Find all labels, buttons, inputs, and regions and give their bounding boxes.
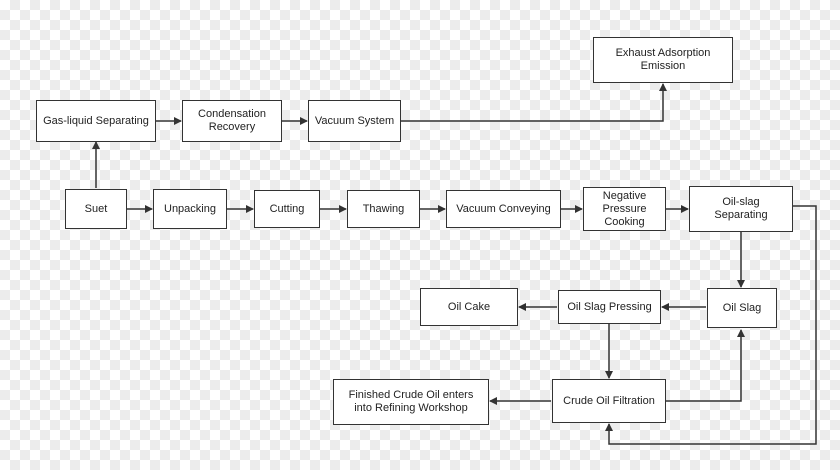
node-cutting: Cutting <box>254 190 320 228</box>
node-label: Oil Slag <box>722 301 762 314</box>
node-vacuum-conveying: Vacuum Conveying <box>446 190 561 228</box>
node-label: Condensation Recovery <box>198 108 266 133</box>
node-exhaust-adsorption-emission: Exhaust Adsorption Emission <box>593 37 733 83</box>
node-oil-cake: Oil Cake <box>420 288 518 326</box>
node-label: Finished Crude Oil enters into Refining … <box>348 389 474 414</box>
node-oil-slag-pressing: Oil Slag Pressing <box>558 290 661 324</box>
node-negative-pressure-cooking: Negative Pressure Cooking <box>583 187 666 231</box>
node-label: Exhaust Adsorption Emission <box>615 47 711 72</box>
node-oil-slag-separating: Oil-slag Separating <box>689 186 793 232</box>
node-label: Vacuum System <box>314 114 395 127</box>
node-label: Oil-slag Separating <box>714 196 768 221</box>
node-label: Cutting <box>269 202 305 215</box>
node-label: Vacuum Conveying <box>456 202 551 215</box>
node-label: Thawing <box>362 202 405 215</box>
arrow-filtration-to-oil-slag <box>666 329 745 402</box>
node-label: Suet <box>84 202 108 215</box>
node-condensation-recovery: Condensation Recovery <box>182 100 282 142</box>
node-finished-crude-oil: Finished Crude Oil enters into Refining … <box>333 379 489 425</box>
arrow-oil-slag-sep-to-filtration <box>605 205 817 445</box>
node-suet: Suet <box>65 189 127 229</box>
node-unpacking: Unpacking <box>153 189 227 229</box>
node-label: Gas-liquid Separating <box>43 114 149 127</box>
node-gas-liquid-separating: Gas-liquid Separating <box>36 100 156 142</box>
node-vacuum-system: Vacuum System <box>308 100 401 142</box>
node-label: Crude Oil Filtration <box>563 394 655 407</box>
node-thawing: Thawing <box>347 190 420 228</box>
node-label: Oil Cake <box>447 300 491 313</box>
node-label: Oil Slag Pressing <box>567 300 652 313</box>
node-label: Unpacking <box>164 202 216 215</box>
arrow-vacuum-system-to-exhaust <box>401 83 667 122</box>
node-crude-oil-filtration: Crude Oil Filtration <box>552 379 666 423</box>
node-oil-slag: Oil Slag <box>707 288 777 328</box>
node-label: Negative Pressure Cooking <box>602 189 647 228</box>
